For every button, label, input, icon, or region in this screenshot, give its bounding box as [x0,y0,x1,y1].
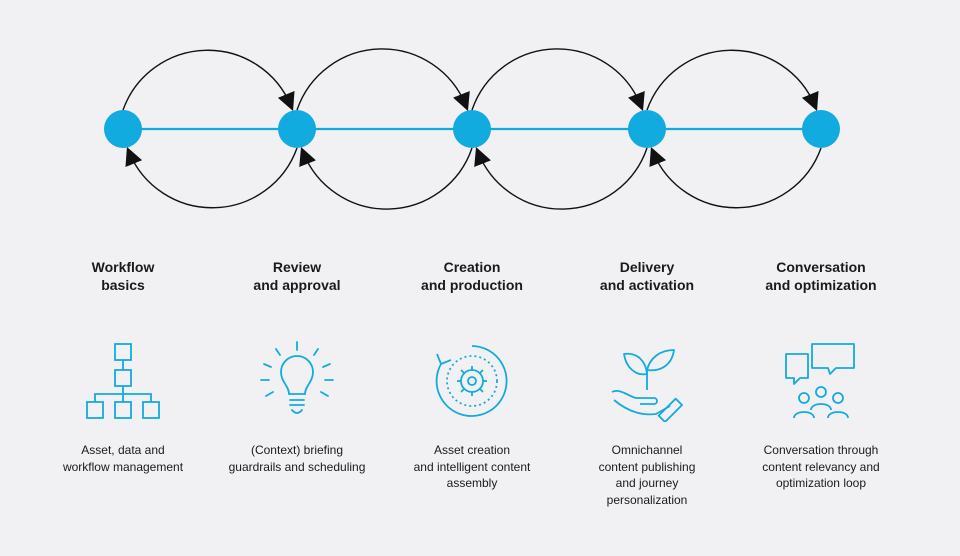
conversation-people-icon [785,343,855,419]
stage-review-approval: Review and approval (Context) briefing g… [211,258,383,475]
stage-delivery-activation: Delivery and activation Omnichannel cont… [561,258,733,508]
stage-title: Creation and production [421,259,523,293]
stage-workflow-basics: Workflow basics Asset, data and workflow… [37,258,209,475]
stage-node [628,110,666,148]
forward-arrow [296,48,470,112]
stage-title: Conversation and optimization [765,259,877,293]
stage-title: Review and approval [253,259,341,293]
stage-node [453,110,491,148]
stage-node [802,110,840,148]
return-arrow [474,146,648,210]
forward-arrow [646,49,819,111]
stage-node [278,110,316,148]
stage-description: Asset creation and intelligent content a… [413,443,531,490]
org-chart-icon [86,343,160,419]
stage-description: Omnichannel content publishing and journ… [598,443,696,507]
stage-title: Workflow basics [91,259,155,293]
lightbulb-icon [260,341,334,414]
stage-description: Asset, data and workflow management [62,443,184,474]
return-arrow [299,146,473,210]
stage-description: Conversation through content relevancy a… [762,443,880,490]
stage-description: (Context) briefing guardrails and schedu… [228,443,366,474]
return-arrow [649,147,822,209]
return-arrow [125,147,298,209]
stage-conversation-optimization: Conversation and optimization Conversati… [735,258,907,492]
forward-arrow [471,48,645,112]
forward-arrow [122,49,295,111]
gear-cycle-icon [435,345,508,417]
stage-title: Delivery and activation [599,259,695,293]
plant-hand-icon [611,349,683,422]
stage-node [104,110,142,148]
flow-timeline [104,48,840,210]
stage-creation-production: Creation and production Asset creation a… [386,258,558,492]
